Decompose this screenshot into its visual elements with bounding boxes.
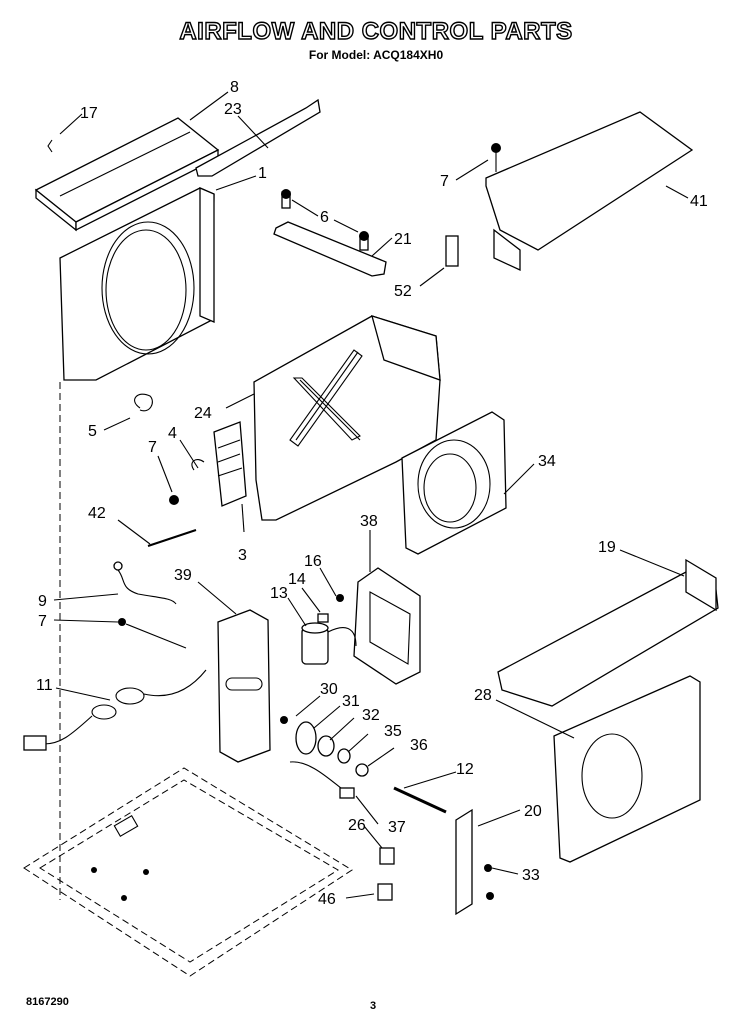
leader-lines — [53, 91, 689, 899]
callout-7-lower: 7 — [38, 613, 47, 630]
callout-34: 34 — [538, 453, 556, 470]
part-31-disc — [295, 721, 317, 755]
part-33-screws — [484, 864, 494, 900]
part-41-top-cover — [485, 111, 694, 272]
part-52-plate — [445, 235, 459, 267]
callout-32: 32 — [362, 707, 380, 724]
part-34-scroll — [401, 411, 507, 555]
part-7-screw-mid — [169, 495, 179, 505]
callout-33: 33 — [522, 867, 540, 884]
callout-35: 35 — [384, 723, 402, 740]
callout-26: 26 — [348, 817, 366, 834]
part-5-clip — [134, 393, 153, 412]
callout-20: 20 — [524, 803, 542, 820]
part-14-clamp — [317, 613, 329, 623]
callout-1: 1 — [258, 165, 267, 182]
part-9-sensor — [113, 561, 177, 605]
callout-7-mid: 7 — [148, 439, 157, 456]
part-36-knob — [355, 763, 369, 777]
callout-3: 3 — [238, 547, 247, 564]
part-16-screw — [336, 594, 344, 602]
callout-39: 39 — [174, 567, 192, 584]
callout-5: 5 — [88, 423, 97, 440]
part-7-screw-lower — [118, 618, 187, 649]
model-subtitle: For Model: ACQ184XH0 — [308, 48, 444, 62]
part-13-capacitor — [301, 622, 357, 665]
callout-24: 24 — [194, 405, 212, 422]
callout-14: 14 — [288, 571, 306, 588]
callout-36: 36 — [410, 737, 428, 754]
part-39-panel — [217, 609, 271, 763]
callout-11: 11 — [36, 677, 53, 694]
callout-41: 41 — [690, 193, 708, 210]
callout-38: 38 — [360, 513, 378, 530]
part-20-bracket — [455, 808, 473, 916]
callout-52: 52 — [394, 283, 412, 300]
callout-6: 6 — [320, 209, 329, 226]
callout-31: 31 — [342, 693, 360, 710]
callout-9: 9 — [38, 593, 47, 610]
callout-16: 16 — [304, 553, 322, 570]
document-number: 8167290 — [26, 996, 69, 1008]
part-12-rod — [393, 786, 447, 814]
part-26-switch — [379, 847, 395, 865]
callout-labels: 17 8 23 1 6 21 7 41 52 5 7 4 24 34 42 3 … — [36, 79, 708, 908]
callout-21: 21 — [394, 231, 412, 248]
part-3-control-bracket — [213, 421, 247, 507]
page-title: AIRFLOW AND CONTROL PARTS — [179, 17, 573, 45]
callout-13: 13 — [270, 585, 288, 602]
callout-37: 37 — [388, 819, 406, 836]
part-1-shroud — [59, 187, 215, 381]
part-42-rod — [147, 529, 197, 547]
part-38-control-box — [353, 567, 421, 685]
part-28-side-panel — [553, 675, 701, 863]
part-21-bracket — [273, 189, 387, 277]
callout-46: 46 — [318, 891, 336, 908]
callout-42: 42 — [88, 505, 106, 522]
part-11-power-cord — [23, 669, 207, 751]
callout-8: 8 — [230, 79, 239, 96]
callout-28: 28 — [474, 687, 492, 704]
callout-17: 17 — [80, 105, 98, 122]
callout-12: 12 — [456, 761, 474, 778]
callout-19: 19 — [598, 539, 616, 556]
callout-30: 30 — [320, 681, 338, 698]
callout-7-top: 7 — [440, 173, 449, 190]
part-8-top-bracket — [34, 117, 220, 232]
part-32-washer — [317, 735, 335, 757]
base-pan — [23, 767, 353, 977]
page-number: 3 — [370, 1000, 377, 1012]
part-30-screw — [280, 716, 288, 724]
callout-4: 4 — [168, 425, 177, 442]
part-46-switch — [377, 883, 393, 901]
part-17-screw — [47, 139, 53, 153]
callout-23: 23 — [224, 101, 242, 118]
part-35-nut — [337, 748, 351, 764]
part-19-cover — [497, 558, 719, 707]
part-37-harness — [289, 761, 355, 799]
